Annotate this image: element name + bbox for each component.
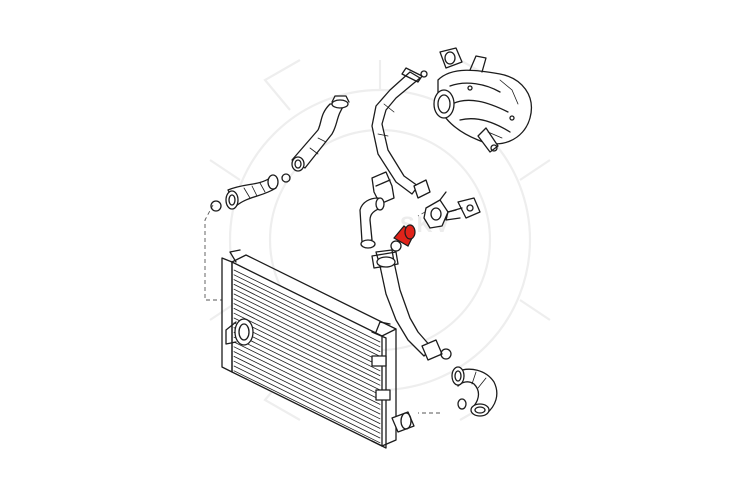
side-hose bbox=[359, 197, 385, 249]
fin-line bbox=[233, 322, 381, 396]
turbocharger bbox=[420, 47, 532, 153]
o-ring bbox=[281, 173, 291, 183]
intercooler-inlet bbox=[234, 318, 254, 346]
fin-line bbox=[233, 351, 381, 424]
o-ring bbox=[210, 200, 222, 212]
fin-line bbox=[233, 370, 381, 444]
sensor bbox=[371, 171, 481, 221]
fin-line bbox=[233, 279, 381, 352]
lower-pipe bbox=[371, 249, 452, 361]
intake-hose-left bbox=[210, 174, 279, 212]
intercooler-fins bbox=[233, 269, 381, 444]
o-ring bbox=[457, 398, 467, 410]
highlighted-hose bbox=[390, 224, 416, 252]
flange bbox=[423, 191, 457, 229]
fin-line bbox=[233, 365, 381, 439]
o-ring bbox=[420, 70, 428, 78]
fin-line bbox=[233, 274, 381, 348]
fin-line bbox=[233, 327, 381, 400]
fin-line bbox=[233, 346, 381, 420]
intercooler bbox=[221, 249, 415, 449]
fin-line bbox=[233, 293, 381, 367]
fin-line bbox=[233, 303, 381, 376]
fin-line bbox=[233, 336, 381, 410]
fin-line bbox=[233, 298, 381, 372]
lower-outlet-hose bbox=[451, 366, 498, 417]
fin-line bbox=[233, 356, 381, 429]
fin-line bbox=[233, 317, 381, 391]
fin-line bbox=[233, 308, 381, 381]
fin-line bbox=[233, 360, 381, 434]
fin-line bbox=[233, 288, 381, 362]
fin-line bbox=[233, 312, 381, 386]
fin-line bbox=[233, 341, 381, 415]
upper-intake-pipe bbox=[281, 95, 350, 183]
intercooler-bracket bbox=[371, 355, 387, 367]
boost-pipe bbox=[371, 67, 431, 199]
fin-line bbox=[233, 284, 381, 357]
fin-line bbox=[233, 332, 381, 405]
fin-line bbox=[233, 269, 381, 343]
